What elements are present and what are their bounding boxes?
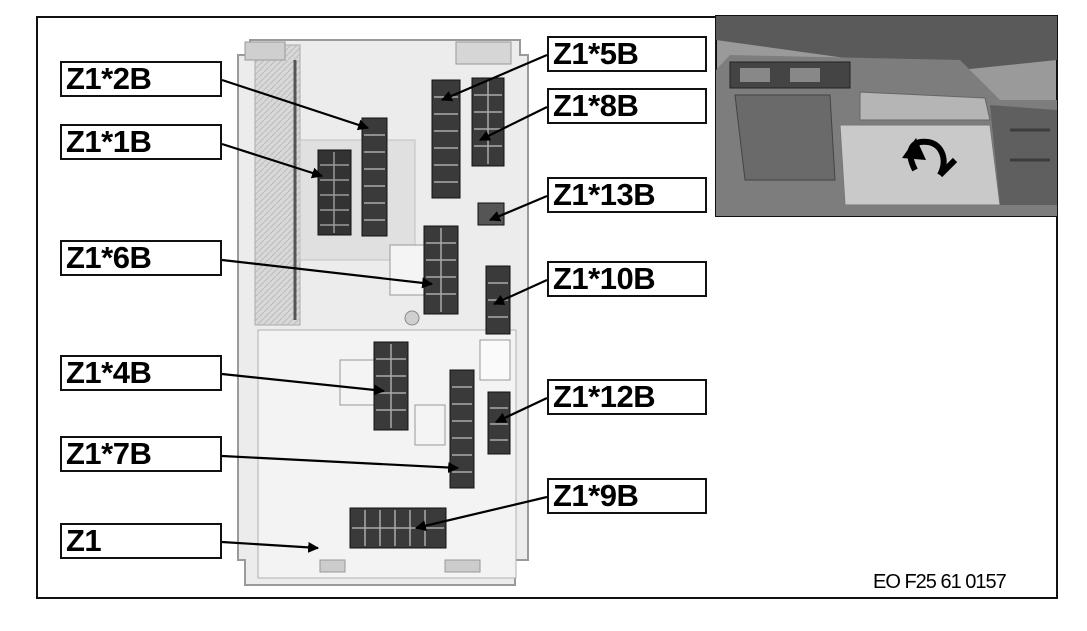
connector-z1-1b (317, 149, 352, 236)
connector-z1-12b (487, 391, 511, 455)
connector-z1-8b (471, 77, 505, 167)
label-z1-13b: Z1*13B (547, 177, 707, 213)
label-z1-6b: Z1*6B (60, 240, 222, 276)
arrow-z1-4b (221, 372, 386, 396)
label-z1-9b: Z1*9B (547, 478, 707, 514)
arrow-z1-12b (495, 397, 548, 423)
connector-z1-10b (485, 265, 511, 335)
arrow-z1-1b (221, 142, 324, 179)
label-z1-5b: Z1*5B (547, 36, 707, 72)
label-z1-2b: Z1*2B (60, 61, 222, 97)
connector-z1-7b (449, 369, 475, 489)
label-z1-12b: Z1*12B (547, 379, 707, 415)
connector-z1-2b (361, 117, 388, 237)
label-z1: Z1 (60, 523, 222, 559)
arrow-z1-5b (440, 53, 548, 102)
arrow-z1 (221, 540, 320, 553)
arrow-z1-2b (221, 78, 370, 131)
connector-z1-13b (477, 202, 505, 226)
connector-z1-6b (423, 225, 459, 315)
label-z1-1b: Z1*1B (60, 124, 222, 160)
label-z1-8b: Z1*8B (547, 88, 707, 124)
label-z1-7b: Z1*7B (60, 436, 222, 472)
arrow-z1-13b (488, 194, 548, 222)
label-z1-4b: Z1*4B (60, 355, 222, 391)
leader-arrows (221, 53, 548, 553)
label-z1-10b: Z1*10B (547, 261, 707, 297)
arrow-z1-7b (221, 454, 460, 473)
connector-z1-9b (349, 507, 447, 549)
arrow-z1-6b (221, 258, 434, 289)
rotate-arrow-icon (902, 138, 958, 178)
figure-code: EO F25 61 0157 (873, 571, 1007, 593)
arrow-z1-9b (414, 495, 548, 532)
arrow-z1-10b (492, 278, 548, 306)
connector-z1-4b (373, 341, 409, 431)
arrow-z1-8b (479, 106, 548, 141)
location-inset-photo (715, 15, 1058, 217)
